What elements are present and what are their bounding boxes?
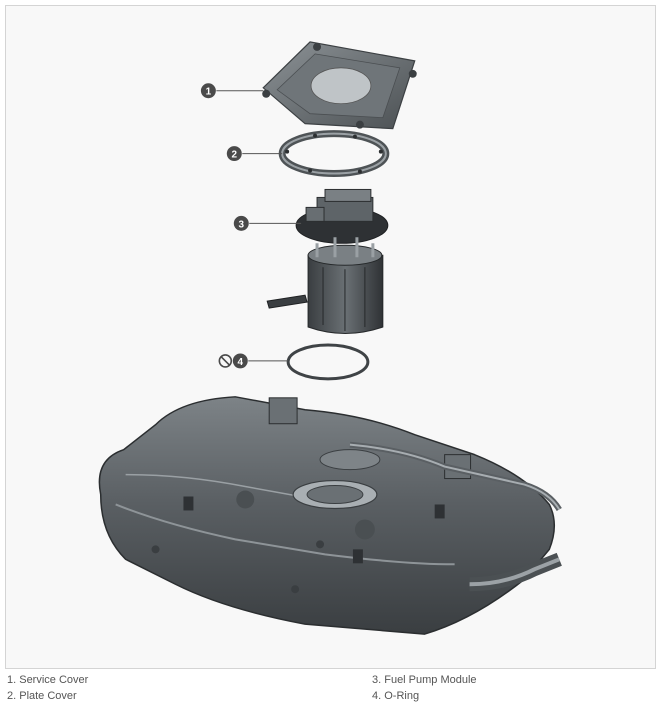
callout-3: 3 xyxy=(233,215,302,231)
prohibited-icon xyxy=(218,354,233,368)
legend-item-service-cover: 1. Service Cover xyxy=(7,674,89,686)
parts-legend: 1. Service Cover 2. Plate Cover 3. Fuel … xyxy=(5,674,656,710)
callout-2: 2 xyxy=(226,146,283,162)
plate-cover-part xyxy=(278,130,390,177)
legend-item-o-ring: 4. O-Ring xyxy=(372,690,420,702)
callout-1-number: 1 xyxy=(206,87,212,98)
callout-3-number: 3 xyxy=(239,219,245,230)
o-ring-part xyxy=(286,343,370,381)
legend-item-plate-cover: 2. Plate Cover xyxy=(7,690,77,702)
callout-2-number: 2 xyxy=(232,150,238,161)
callout-1: 1 xyxy=(200,83,264,99)
callout-4: 4 xyxy=(218,353,289,369)
service-cover-part xyxy=(262,41,417,130)
legend-item-fuel-pump-module: 3. Fuel Pump Module xyxy=(372,674,477,686)
callout-4-number: 4 xyxy=(238,357,244,368)
fuel-tank-part xyxy=(98,396,562,635)
fuel-pump-module-part xyxy=(266,188,389,334)
exploded-diagram-figure: 1 2 3 4 xyxy=(5,5,656,669)
